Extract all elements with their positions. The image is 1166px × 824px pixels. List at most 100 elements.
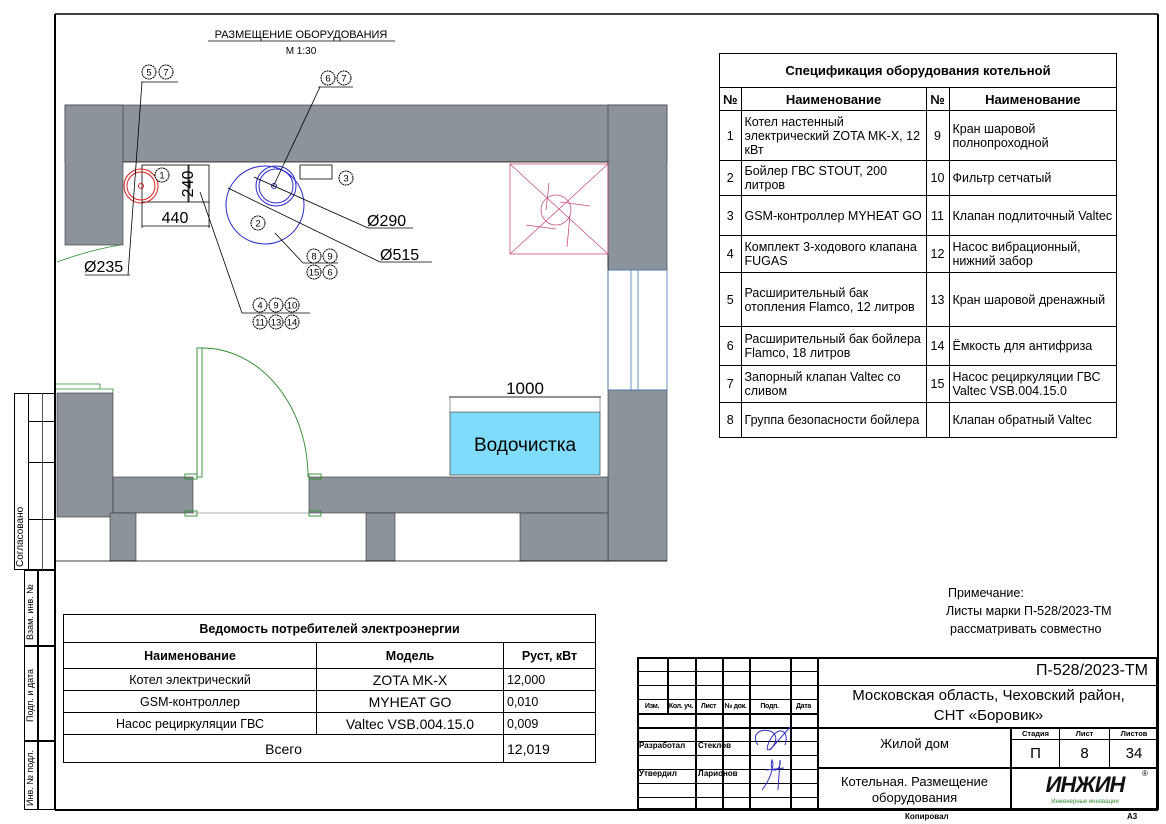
format-label: А3	[1127, 812, 1138, 821]
grid-line	[790, 657, 792, 810]
power-header-model: Модель	[316, 642, 504, 669]
power-row-model: ZOTA MK-X	[316, 668, 504, 691]
project-address: Московская область, Чеховский район, СНТ…	[817, 685, 1158, 729]
grid-line	[637, 797, 817, 798]
drawing-title: РАЗМЕЩЕНИЕ ОБОРУДОВАНИЯ	[215, 29, 388, 41]
dim-d515: Ø515	[380, 247, 419, 264]
company-logo: ИНЖИН Инженерные инновации ®	[1012, 769, 1158, 810]
spec-header-num: №	[719, 87, 742, 111]
developed-label: Разработал	[639, 741, 686, 750]
spec-item-number: 8	[719, 402, 742, 438]
logo-tagline: Инженерные инновации	[1051, 799, 1119, 805]
grid-line	[695, 713, 697, 810]
developed-by: Стеклов	[698, 741, 732, 750]
water-treatment-label: Водочистка	[474, 435, 577, 456]
spec-item-number: 10	[925, 160, 950, 196]
grid-line	[695, 657, 697, 713]
drawing-scale: М 1:30	[286, 46, 317, 57]
spec-item-number: 13	[925, 272, 950, 327]
stage-value: П	[1012, 740, 1060, 769]
spec-item-name: Запорный клапан Valtec со сливом	[740, 365, 927, 403]
callout-number: 5	[146, 68, 151, 79]
grid-line	[637, 769, 817, 770]
power-header-name: Наименование	[63, 642, 317, 669]
spec-item-name: Бойлер ГВС STOUT, 200 литров	[740, 160, 927, 196]
callout-marker: 11	[252, 314, 268, 330]
sheet-title-line2: оборудования	[871, 789, 958, 805]
note-title: Примечание:	[948, 586, 1024, 600]
grid-line	[637, 671, 817, 672]
registered-mark: ®	[1142, 769, 1148, 778]
spec-item-name: Кран шаровой полнопроходной	[948, 110, 1117, 161]
spec-item-number: 4	[719, 235, 742, 273]
grid-line	[637, 755, 817, 756]
callout-number: 2	[255, 219, 260, 230]
callout-marker: 6	[320, 70, 336, 86]
dim-d290: Ø290	[367, 213, 406, 230]
dim-d235: Ø235	[84, 259, 123, 276]
callout-marker: 9	[322, 248, 338, 264]
callout-number: 7	[163, 68, 168, 79]
power-row-value: 0,010	[503, 690, 596, 713]
callout-number: 1	[159, 171, 164, 182]
power-consumers-table: Ведомость потребителей электроэнергии На…	[63, 614, 596, 763]
revision-column-header: Подп.	[760, 703, 779, 710]
grid-line	[637, 685, 817, 686]
spec-header-name: Наименование	[948, 87, 1117, 111]
spec-item-name: Насос вибрационный, нижний забор	[948, 235, 1117, 273]
spec-header-name: Наименование	[740, 87, 927, 111]
power-row-value: 12,000	[503, 668, 596, 691]
power-total-label: Всего	[63, 734, 504, 763]
callout-number: 11	[255, 318, 265, 329]
callout-number: 14	[287, 318, 298, 329]
spec-item-number: 6	[719, 326, 742, 366]
callout-number: 4	[257, 301, 262, 312]
callout-number: 13	[271, 318, 282, 329]
spec-item-name: Фильтр сетчатый	[948, 160, 1117, 196]
grid-line	[637, 713, 817, 715]
callout-marker: 1	[154, 167, 170, 183]
callout-number: 15	[309, 268, 320, 279]
power-row-name: Котел электрический	[63, 668, 317, 691]
spec-item-number: 12	[925, 235, 950, 273]
spec-item-name: Расширительный бак отопления Flamco, 12 …	[740, 272, 927, 327]
sheets-value: 34	[1110, 740, 1158, 769]
dim-240: 240	[180, 171, 197, 198]
grid-line	[667, 657, 669, 713]
object-name: Жилой дом	[817, 728, 1012, 769]
callout-number: 3	[343, 174, 348, 185]
expansion-tank-5	[123, 168, 159, 204]
callout-marker: 9	[268, 297, 284, 313]
walls	[56, 104, 668, 562]
water-heater-2	[225, 165, 305, 245]
callout-number: 10	[287, 301, 298, 312]
spec-item-name: Клапан обратный Valtec	[948, 402, 1117, 438]
sheet-title-line1: Котельная. Размещение	[840, 773, 989, 789]
power-total-value: 12,019	[503, 734, 596, 763]
sheet-title: Котельная. Размещение оборудования	[817, 769, 1012, 810]
callout-number: 6	[325, 74, 330, 85]
spec-item-number: 2	[719, 160, 742, 196]
copied-label: Копировал	[905, 812, 949, 821]
revision-column-header: Лист	[700, 703, 717, 710]
approved-label: Утвердил	[639, 769, 677, 778]
revision-column-header: Изм.	[644, 703, 660, 710]
callout-marker: 7	[158, 64, 174, 80]
grid-line	[722, 657, 724, 810]
spec-item-number: 9	[925, 110, 950, 161]
callout-marker: 15	[306, 264, 322, 280]
window	[607, 269, 668, 391]
power-row-model: MYHEAT GO	[316, 690, 504, 713]
callout-marker: 4	[252, 297, 268, 313]
grid-line	[637, 783, 817, 784]
water-treatment-box	[449, 411, 601, 476]
doc-code: П-528/2023-ТМ	[817, 657, 1158, 686]
